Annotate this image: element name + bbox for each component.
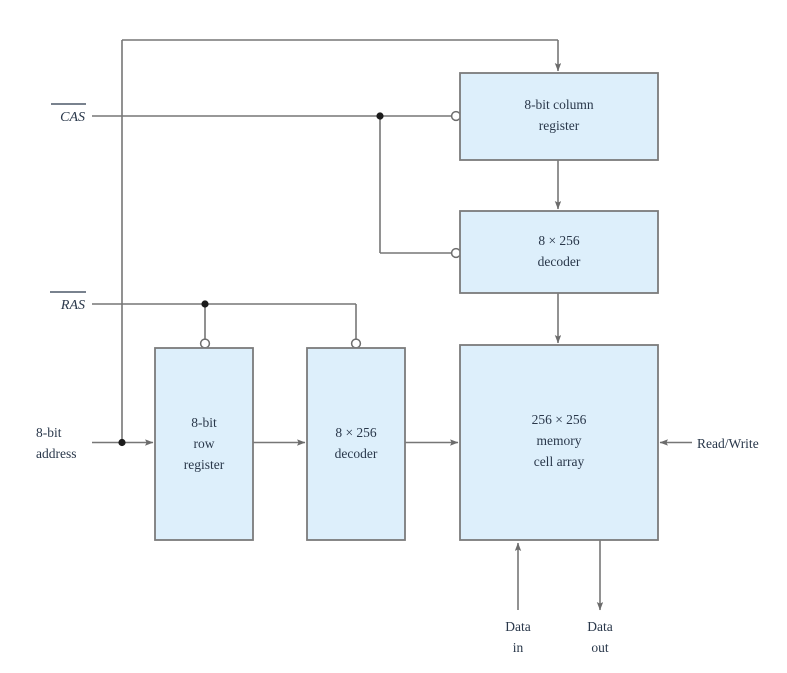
block-label-line: decoder (335, 446, 378, 461)
inversion-bubble-column-register (450, 110, 462, 122)
wire-cas (92, 110, 462, 259)
block-label-line: row (194, 436, 215, 451)
block-column-decoder[interactable]: 8 × 256 decoder (459, 210, 659, 294)
block-label-line: register (184, 457, 225, 472)
block-label-line: 8 × 256 (335, 425, 377, 440)
read-write-label: Read/Write (697, 436, 759, 451)
block-label-line: register (539, 118, 580, 133)
block-label-line: memory (537, 433, 582, 448)
block-label-line: decoder (538, 254, 581, 269)
data-in-label-line: Data (505, 619, 530, 634)
wire-ras (92, 300, 362, 349)
io-label-data-out: Data out (587, 619, 612, 655)
data-in-label-line: in (513, 640, 524, 655)
signal-label-ras: RAS (50, 291, 86, 313)
inversion-bubble-column-decoder (450, 247, 462, 259)
inversion-bubble-row-register (199, 338, 211, 349)
block-memory-cell-array[interactable]: 256 × 256 memory cell array (459, 344, 659, 541)
block-label-line: 256 × 256 (532, 412, 587, 427)
address-label-line: address (36, 446, 77, 461)
io-label-read-write: Read/Write (697, 436, 759, 451)
junction-cas-branch (376, 112, 384, 120)
block-label-line: 8 × 256 (538, 233, 580, 248)
address-label-line: 8-bit (36, 425, 62, 440)
ras-text: RAS (60, 298, 85, 313)
block-column-register[interactable]: 8-bit column register (459, 72, 659, 161)
io-label-data-in: Data in (505, 619, 530, 655)
data-out-label-line: Data (587, 619, 612, 634)
wire-address-bus (92, 39, 562, 447)
junction-ras-branch (201, 300, 209, 308)
io-label-address: 8-bit address (36, 425, 77, 461)
block-label-line: cell array (534, 454, 585, 469)
data-out-label-line: out (591, 640, 609, 655)
cas-text: CAS (60, 110, 85, 125)
block-row-register[interactable]: 8-bit row register (154, 347, 254, 541)
block-row-decoder[interactable]: 8 × 256 decoder (306, 347, 406, 541)
junction-address-tap (118, 438, 126, 447)
inversion-bubble-row-decoder (350, 338, 362, 349)
signal-label-cas: CAS (51, 103, 86, 125)
block-label-line: 8-bit (191, 415, 217, 430)
block-label-line: 8-bit column (524, 97, 594, 112)
